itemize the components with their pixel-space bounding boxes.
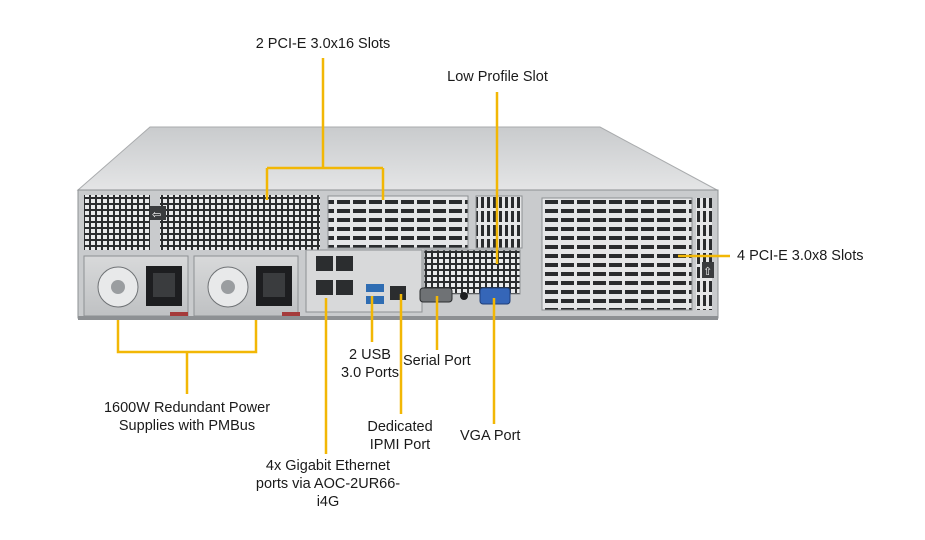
callout-psu [116,320,258,394]
latch-button [150,206,166,220]
label-pcie-x16: 2 PCI-E 3.0x16 Slots [255,36,391,52]
chassis-top [76,126,718,191]
left-vent-2 [160,195,320,250]
uid-button [460,292,468,300]
label-ethernet-line3: i4G [316,494,340,510]
ipmi-port [390,286,406,300]
label-psu-line1: 1600W Redundant Power [103,400,271,416]
psu-2 [193,255,300,320]
low-profile-slot [423,249,521,295]
label-usb-line2: 3.0 Ports [340,365,400,381]
left-vent [84,195,150,250]
chassis-bottom-edge [78,316,718,320]
label-ipmi: Dedicated IPMI Port [355,418,445,454]
latch-arrow-icon: ⇦ [152,208,161,221]
right-latch [702,262,714,278]
label-ethernet: 4x Gigabit Ethernet ports via AOC-2UR66-… [242,457,414,511]
label-pcie-x8: 4 PCI-E 3.0x8 Slots [737,248,864,264]
up-arrow-icon: ⇧ [703,265,712,278]
label-low-profile: Low Profile Slot [447,69,548,85]
label-ipmi-line2: IPMI Port [369,437,431,453]
label-psu-line2: Supplies with PMBus [118,418,256,434]
label-usb: 2 USB 3.0 Ports [330,346,410,382]
usb-ports [366,284,384,304]
label-ethernet-line2: ports via AOC-2UR66- [255,476,401,492]
label-serial: Serial Port [403,353,471,369]
pcie-x16-slots [327,195,469,249]
right-vent [696,198,712,310]
low-profile-slot-bracket [475,195,523,249]
callout-pcie-x16 [265,58,385,200]
label-vga: VGA Port [460,428,521,444]
label-ipmi-line1: Dedicated [367,419,433,435]
label-psu: 1600W Redundant Power Supplies with PMBu… [77,399,297,435]
label-usb-line1: 2 USB [349,347,391,363]
pcie-x8-slots [541,197,693,311]
label-ethernet-line1: 4x Gigabit Ethernet [265,458,391,474]
ethernet-ports [316,256,353,295]
psu-1 [83,255,189,320]
